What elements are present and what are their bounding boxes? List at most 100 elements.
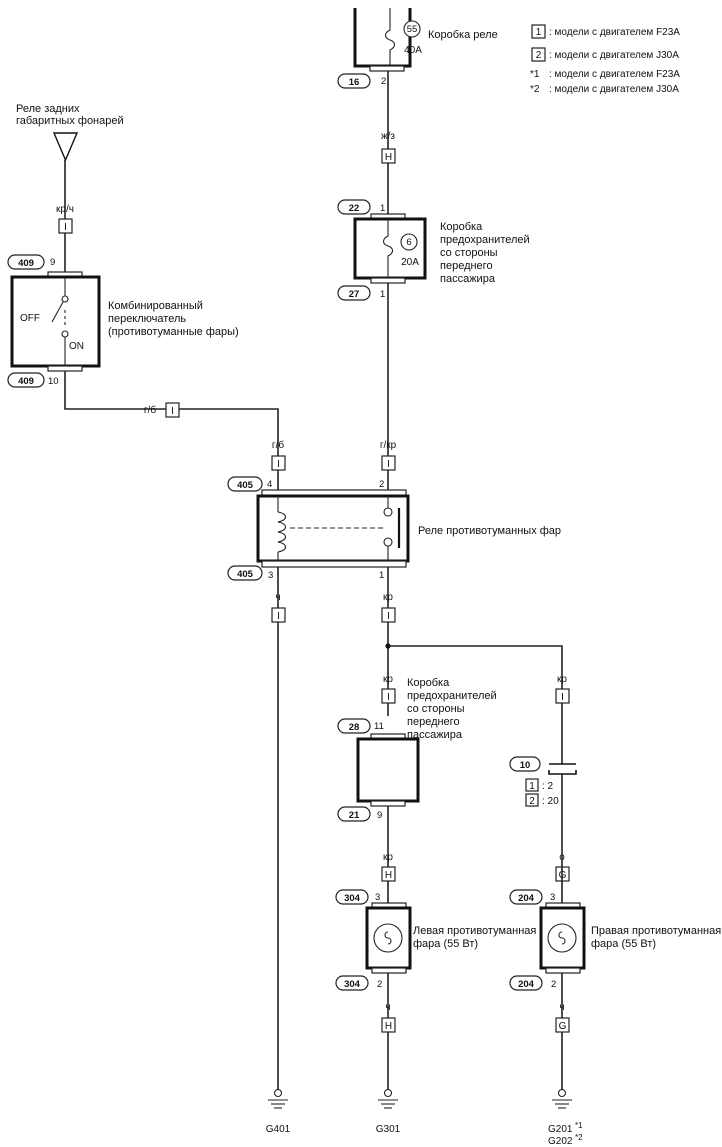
ground-g401-terminal (273, 1088, 283, 1098)
right-branch-pin-1: : 2 (542, 781, 554, 792)
legend-key-box-2 (531, 47, 546, 62)
connector-409-top-label: 409 (18, 258, 34, 269)
ground-g401-label: G401 (266, 1124, 291, 1135)
fuse-box-2-label-3: со стороны (407, 703, 465, 715)
connector-304-top (335, 889, 369, 905)
lamp-left-out-code: H (385, 1021, 392, 1032)
tail-relay: Реле задних габаритных фонарей (16, 103, 124, 162)
relay-out-right-color: кр (383, 592, 393, 603)
relay-in-right-code: I (387, 459, 390, 470)
relay-out-right-code: I (387, 611, 390, 622)
fuse-box-1-tab-bot (370, 277, 406, 284)
relay-out-right-code-box (381, 607, 396, 623)
connector-16-label: 16 (349, 77, 360, 88)
ground-g201-g202: G201 *1 G202 *2 (548, 1088, 583, 1147)
wire-top-code-box (381, 148, 396, 164)
switch-contact-top (61, 295, 69, 303)
relay-pin-4: 4 (267, 479, 272, 490)
right-branch-code: I (561, 692, 564, 703)
right-branch-key1: 1 (529, 781, 535, 792)
lamp-right-label-1: Правая противотуманная (591, 925, 721, 937)
right-branch-pin-2: : 20 (542, 796, 559, 807)
connector-28 (337, 718, 371, 734)
connector-204-bot (509, 975, 543, 991)
relay-pin-1: 1 (379, 570, 384, 581)
relay-tab-bot (261, 560, 407, 568)
fuse-box-2-label-5: пассажира (407, 729, 463, 741)
connector-28-label: 28 (349, 722, 360, 733)
switch-off-label: OFF (20, 313, 40, 324)
switch-pin-bot: 10 (48, 376, 59, 387)
connector-409-bot-label: 409 (18, 376, 34, 387)
relay-pin-2: 2 (379, 479, 384, 490)
connector-304-bot (335, 975, 369, 991)
fuse-55-rating: 40A (404, 45, 422, 56)
fuse-55-circle (403, 20, 421, 38)
wire-gb-color: г/б (144, 404, 156, 416)
connector-405-top (227, 476, 263, 492)
wire-switch-relay (64, 371, 279, 490)
ground-g301-terminal (383, 1088, 393, 1098)
tail-relay-label-1: Реле задних (16, 103, 80, 115)
ground-g301: G301 (376, 1088, 401, 1135)
legend-key-3: *1 (530, 69, 540, 80)
ground-g401: G401 (266, 1088, 291, 1135)
connector-405-bot-label: 405 (237, 569, 254, 580)
connector-204-top (509, 889, 543, 905)
connector-21 (337, 806, 371, 822)
lamp-left-label-1: Левая противотуманная (413, 925, 536, 937)
connector-16 (337, 73, 371, 89)
right-branch-key2: 2 (529, 796, 535, 807)
ground-g201-terminal (557, 1088, 567, 1098)
fuse-box-1-label-2: предохранителей (440, 234, 530, 246)
ground-g201-label: G201 (548, 1124, 573, 1135)
relay-label: Реле противотуманных фар (418, 525, 561, 537)
connector-27 (337, 285, 371, 301)
legend-text-2: : модели с двигателем J30A (549, 50, 679, 61)
relay-in-right-color: г/кр (380, 440, 397, 451)
lamp-left-pin-bot: 2 (377, 979, 382, 990)
fuse-55-symbol (384, 8, 396, 66)
connector-304-bot-label: 304 (344, 979, 361, 990)
right-branch-key2-box (525, 793, 539, 807)
ground-g202-label: G202 (548, 1136, 573, 1147)
relay-coil (277, 511, 287, 553)
connector-10-bar-bot (548, 770, 577, 775)
legend-text-3: : модели с двигателем F23A (549, 69, 680, 80)
fuse-box-1-label-1: Коробка (440, 221, 483, 233)
combination-switch: 409 9 OFF ON 409 10 Комбинированный пере… (7, 254, 239, 388)
ground-g301-label: G301 (376, 1124, 401, 1135)
fuse-6-rating: 20A (401, 257, 419, 268)
lamp-left-in-code: H (385, 870, 392, 881)
lamp-left-pin-top: 3 (375, 892, 380, 903)
tail-wire-code-box (58, 218, 73, 234)
switch-contact-bot (61, 330, 69, 338)
switch-on-label: ON (69, 341, 84, 352)
legend-key-4: *2 (530, 84, 540, 95)
fuse-box-2-label-4: переднего (407, 716, 460, 728)
legend-key-box-1 (531, 24, 546, 39)
relay-in-left-code: I (277, 459, 280, 470)
fuse-box-1-label-5: пассажира (440, 273, 496, 285)
switch-label-2: переключатель (108, 313, 186, 325)
legend-text-4: : модели с двигателем J30A (549, 84, 679, 95)
wire-gb-code-box (165, 402, 180, 418)
lamp-left-out-code-box (381, 1017, 396, 1033)
tail-wire-code: I (64, 222, 67, 233)
lamp-left-filament (384, 931, 392, 945)
relay-in-right-code-box (381, 455, 396, 471)
relay-pin-3: 3 (268, 570, 273, 581)
legend: 1 : модели с двигателем F23A 2 : модели … (530, 24, 680, 95)
connector-405-top-label: 405 (237, 480, 254, 491)
relay-contact-top (383, 507, 393, 517)
wire-gb-code: I (171, 406, 174, 417)
wire-branch-right (388, 645, 563, 764)
legend-text-1: : модели с двигателем F23A (549, 27, 680, 38)
connector-409-bot (7, 372, 45, 388)
ground-g202-mark: *2 (575, 1133, 583, 1142)
legend-key-1: 1 (536, 27, 542, 38)
lamp-right-filament (558, 931, 566, 945)
fuse-box-2-body (356, 737, 420, 803)
relay-out-left-code-box (271, 607, 286, 623)
